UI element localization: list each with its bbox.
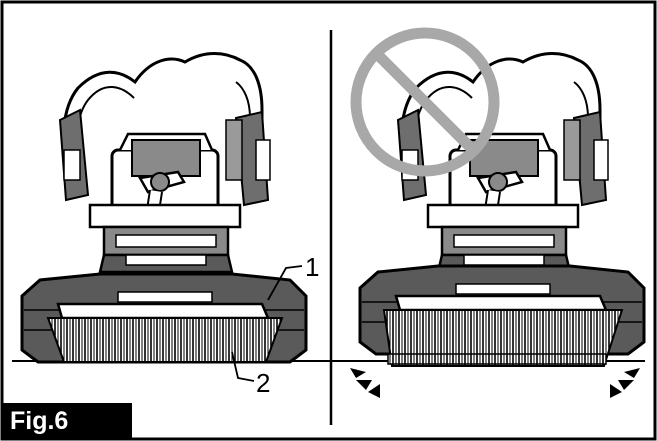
correct-position-illustration: [20, 52, 308, 382]
contact-spark-icon: [610, 368, 640, 398]
contact-spark-icon: [350, 368, 380, 398]
brush-bristles-incorrect: [382, 309, 624, 367]
figure-label: Fig.6: [2, 403, 132, 439]
callout-number-2: 2: [256, 368, 271, 398]
prohibition-circle-icon: [350, 27, 500, 177]
callout-number-1: 1: [305, 252, 320, 282]
callout-leader-2: [231, 351, 255, 382]
incorrect-position-illustration: [358, 52, 646, 367]
callout-leader-1: [267, 265, 303, 301]
brush-bristles-correct: [46, 317, 284, 363]
